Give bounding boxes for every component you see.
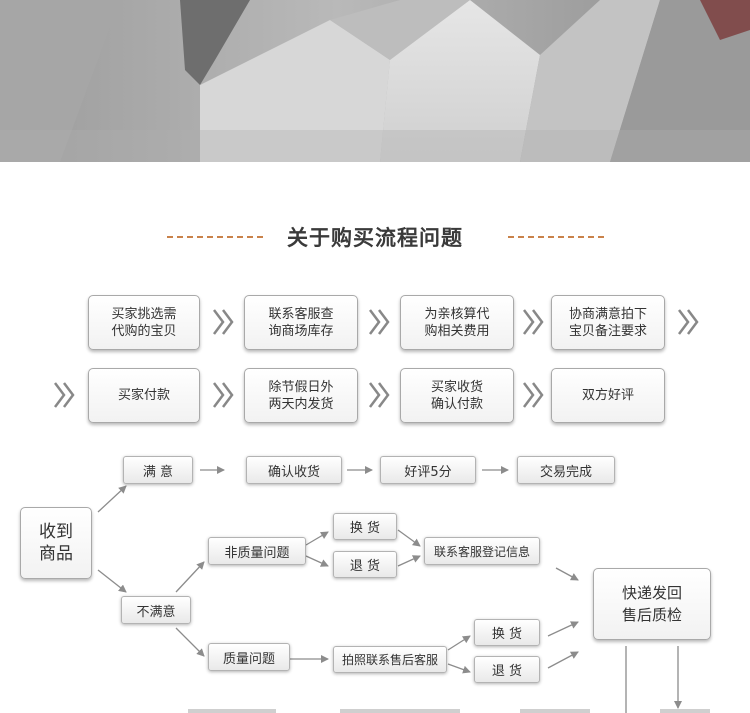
arrow-return-to-contact (397, 555, 421, 567)
arrow-to-nonquality (175, 561, 205, 593)
arrow-contact-to-express (555, 567, 579, 581)
step-ship: 除节假日外 两天内发货 (244, 368, 358, 423)
double-chevron-icon (523, 309, 544, 335)
step-pay: 买家付款 (88, 368, 200, 423)
flow-contact-service: 联系客服登记信息 (424, 537, 540, 565)
double-chevron-icon (369, 382, 390, 408)
step-place-order: 协商满意拍下 宝贝备注要求 (551, 295, 665, 350)
step-calc-fees: 为亲核算代 购相关费用 (400, 295, 514, 350)
flow-quality-issue: 质量问题 (208, 643, 290, 671)
flow-express-back-inspection: 快递发回 售后质检 (593, 568, 711, 640)
flow-deal-done: 交易完成 (517, 456, 615, 484)
arrow-to-exchange2 (447, 635, 471, 651)
product-photo-art (0, 0, 750, 162)
double-chevron-icon (678, 309, 699, 335)
product-photo (0, 0, 750, 162)
double-chevron-icon (213, 382, 234, 408)
flow-confirm-receipt: 确认收货 (246, 456, 342, 484)
heading-row: 关于购买流程问题 (0, 222, 750, 254)
arrow-to-return2 (447, 663, 471, 674)
flow-return-2: 退 货 (474, 656, 540, 683)
step-choose-item: 买家挑选需 代购的宝贝 (88, 295, 200, 350)
arrow-to-unsatisfied (97, 569, 127, 593)
flow-return: 退 货 (333, 551, 397, 578)
page-title: 关于购买流程问题 (287, 226, 463, 250)
heading-dash-right (508, 236, 604, 238)
double-chevron-icon (369, 309, 390, 335)
flow-unsatisfied: 不满意 (121, 596, 191, 624)
flow-exchange-2: 换 货 (474, 619, 540, 646)
arrow-to-exchange (305, 531, 329, 546)
arrow-exchange2-to-express (547, 621, 579, 637)
cropped-boxes-bottom (188, 709, 710, 713)
flow-photo-contact: 拍照联系售后客服 (333, 646, 447, 673)
step-confirm-payment: 买家收货 确认付款 (400, 368, 514, 423)
flow-receive-goods: 收到 商品 (20, 507, 92, 579)
flow-exchange: 换 货 (333, 513, 397, 540)
step-mutual-review: 双方好评 (551, 368, 665, 423)
arrow-exchange-to-contact (397, 529, 421, 547)
flow-non-quality-issue: 非质量问题 (208, 537, 306, 565)
arrow-to-satisfied (97, 485, 127, 513)
step-check-stock: 联系客服查 询商场库存 (244, 295, 358, 350)
double-chevron-icon (523, 382, 544, 408)
flow-satisfied: 满 意 (123, 456, 193, 484)
arrow-return2-to-express (547, 651, 579, 669)
double-chevron-icon (54, 382, 75, 408)
double-chevron-icon (213, 309, 234, 335)
flow-good-review: 好评5分 (380, 456, 476, 484)
arrow-to-return (305, 555, 329, 567)
arrow-to-quality (175, 627, 205, 657)
heading-dash-left (167, 236, 263, 238)
